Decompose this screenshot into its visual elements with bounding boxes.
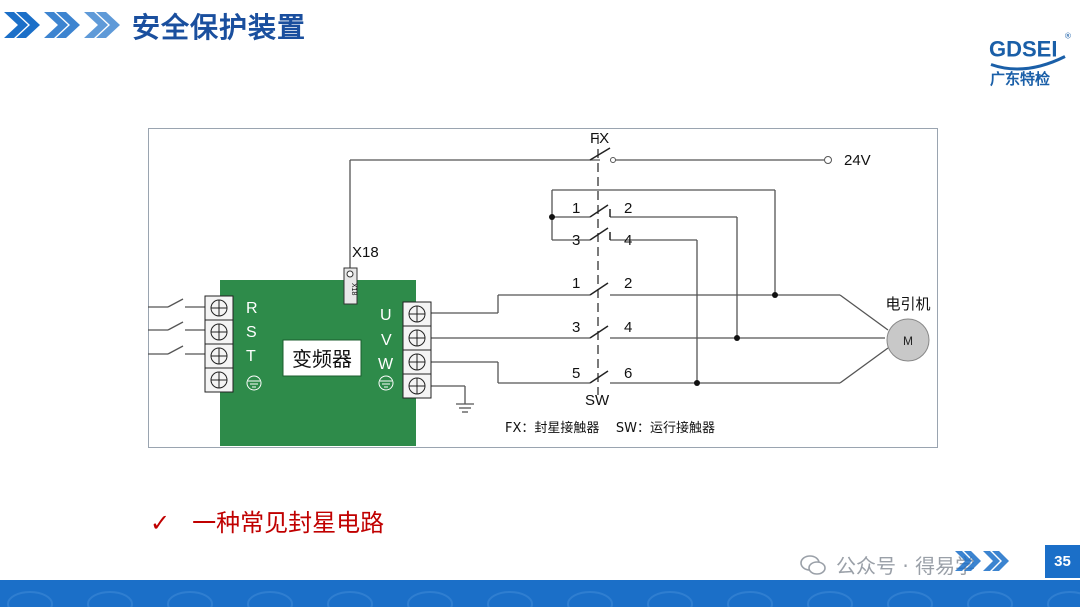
ground-symbol-icon — [246, 375, 394, 391]
terminal-w: W — [378, 356, 394, 373]
fx-contact-3: 3 — [572, 232, 580, 249]
circuit-diagram-frame — [148, 128, 938, 448]
chevron-arrows-icon — [4, 12, 120, 38]
inverter-label: 变频器 — [292, 347, 352, 371]
terminal-v: V — [381, 332, 392, 349]
footer-bar — [0, 580, 1080, 607]
input-terminal-block — [204, 295, 234, 393]
caption: ✓ 一种常见封星电路 — [150, 503, 384, 538]
svg-text:®: ® — [1065, 32, 1071, 41]
terminal-r: R — [246, 300, 258, 317]
sw-contact-2: 2 — [624, 275, 632, 292]
fx-contact-4: 4 — [624, 232, 632, 249]
fx-label: FX — [590, 130, 609, 147]
page-number: 35 — [1045, 545, 1080, 578]
footer-pattern — [7, 591, 1080, 607]
footer-chevron-icon — [955, 551, 1009, 571]
terminal-u: U — [380, 307, 392, 324]
fx-contact-1: 1 — [572, 200, 580, 217]
diagram-legend: FX：封星接触器 SW：运行接触器 — [505, 420, 715, 436]
sw-label: SW — [585, 392, 610, 409]
watermark-text: 公众号 · 得易学 — [836, 554, 976, 578]
sw-contact-5: 5 — [572, 365, 580, 382]
x18-tag: X18 — [350, 283, 357, 296]
sw-contact-3: 3 — [572, 319, 580, 336]
logo-subtitle: 广东特检 — [990, 70, 1051, 88]
motor-icon — [886, 318, 930, 362]
terminal-s: S — [246, 324, 257, 341]
fx-contact-2: 2 — [624, 200, 632, 217]
check-icon: ✓ — [150, 509, 171, 537]
x18-label: X18 — [352, 244, 379, 261]
title-bar: 安全保护装置 — [0, 0, 1080, 50]
motor-symbol: M — [903, 334, 913, 348]
sw-contact-6: 6 — [624, 365, 632, 382]
motor-label: 电引机 — [885, 295, 930, 313]
watermark: 公众号 · 得易学 — [800, 550, 975, 579]
caption-text: 一种常见封星电路 — [192, 509, 385, 537]
output-terminal-block — [402, 301, 432, 399]
sw-contact-1: 1 — [572, 275, 580, 292]
supply-label: 24V — [844, 152, 871, 169]
page-title: 安全保护装置 — [132, 11, 307, 44]
sw-contact-4: 4 — [624, 319, 632, 336]
terminal-t: T — [246, 348, 256, 365]
wechat-icon — [800, 554, 826, 575]
gdsei-logo: GDSEI ® — [989, 32, 1071, 71]
logo-text: GDSEI — [989, 37, 1057, 62]
